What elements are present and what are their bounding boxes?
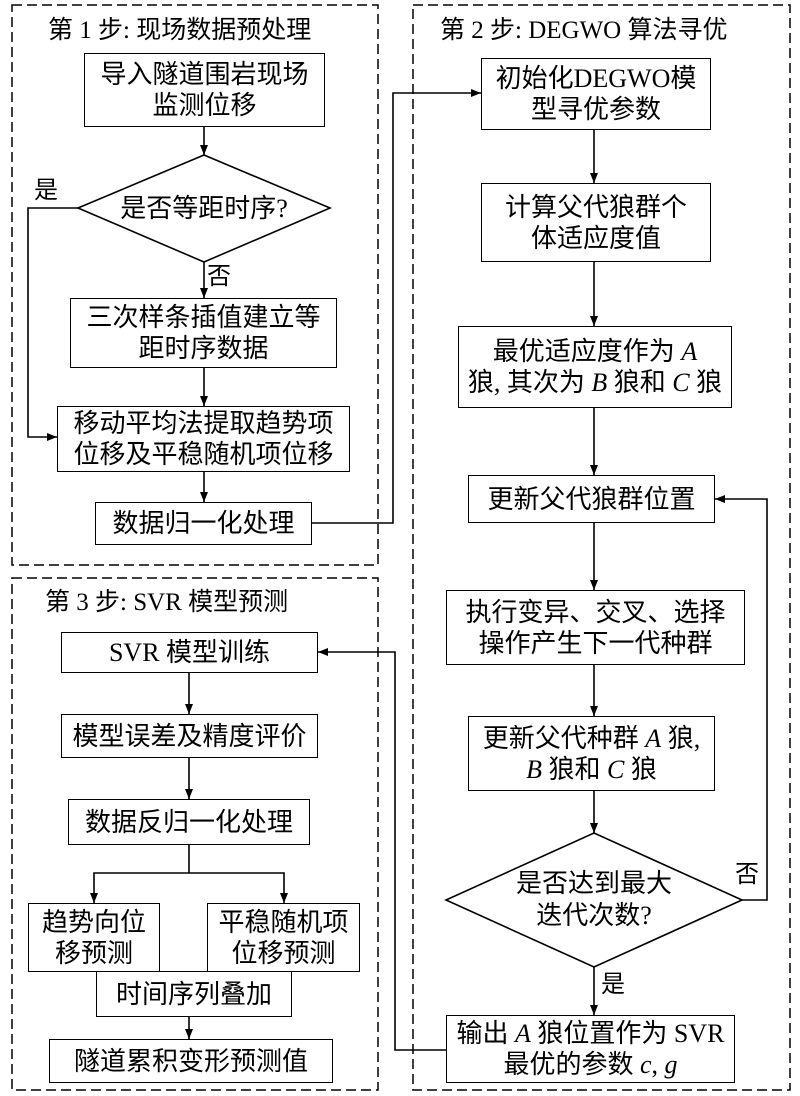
update-position-box: 更新父代狼群位置 xyxy=(468,475,715,523)
spline-box-line1: 三次样条插值建立等 xyxy=(86,303,321,332)
output-line2-text1: 最优的参数 xyxy=(503,1050,640,1079)
import-box-line2: 监测位移 xyxy=(152,91,257,120)
equidistant-decision-text: 是否等距时序? xyxy=(78,155,330,262)
trend-box-line2: 移预测 xyxy=(54,938,133,968)
step2-title: 第 2 步: DEGWO 算法寻优 xyxy=(440,17,728,44)
evaluate-box: 模型误差及精度评价 xyxy=(61,714,318,758)
output-line2-g: g xyxy=(664,1050,678,1079)
arrow-normalize-to-init xyxy=(312,89,481,524)
moving-average-line2: 位移及平稳随机项位移 xyxy=(73,440,334,469)
step1-panel xyxy=(11,4,379,566)
denormalize-box: 数据反归一化处理 xyxy=(68,799,310,845)
output-box-line2: 最优的参数 c, g xyxy=(503,1049,677,1080)
svr-train-box: SVR 模型训练 xyxy=(61,632,318,673)
fitness-box-line1: 计算父代狼群个 xyxy=(504,192,687,222)
moving-average-box: 移动平均法提取趋势项 位移及平稳随机项位移 xyxy=(57,406,350,472)
output-line1-text2: 狼位置作为 SVR xyxy=(530,1019,725,1048)
update-wolves-line1-text1: 更新父代种群 xyxy=(482,723,646,753)
step1-no-label: 否 xyxy=(207,264,231,290)
output-line2-c: c xyxy=(639,1050,652,1079)
output-parameters-box: 输出 A 狼位置作为 SVR 最优的参数 c, g xyxy=(446,1015,735,1083)
step2-panel xyxy=(412,4,791,1091)
rank-line2-c: C xyxy=(672,368,690,397)
init-box-line2: 型寻优参数 xyxy=(530,95,661,124)
arrow-output-to-train xyxy=(318,648,446,1051)
arrow-split-to-random xyxy=(189,872,288,903)
trend-box-line1: 趋势向位 xyxy=(41,907,146,937)
evolve-box-line1: 执行变异、交叉、选择 xyxy=(465,597,726,627)
rank-line2-b: B xyxy=(591,368,608,397)
update-wolves-a: A xyxy=(645,723,662,753)
moving-average-line1: 移动平均法提取趋势项 xyxy=(73,409,334,438)
rank-line2-text2: 狼和 xyxy=(607,368,673,397)
init-box-line1: 初始化DEGWO模 xyxy=(495,64,697,93)
update-wolves-b: B xyxy=(526,754,542,784)
spline-interpolation-box: 三次样条插值建立等 距时序数据 xyxy=(70,298,337,368)
update-wolves-line1: 更新父代种群 A 狼, xyxy=(483,723,700,754)
normalize-box: 数据归一化处理 xyxy=(95,502,312,545)
final-deformation-box: 隧道累积变形预测值 xyxy=(49,1039,333,1083)
step2-no-label: 否 xyxy=(735,862,759,888)
time-series-superpose-box: 时间序列叠加 xyxy=(96,971,292,1017)
random-box-line2: 位移预测 xyxy=(231,938,336,968)
import-displacement-box: 导入隧道围岩现场 监测位移 xyxy=(84,53,325,127)
random-prediction-box: 平稳随机项 位移预测 xyxy=(207,903,360,972)
rank-line1-text: 最优适应度作为 xyxy=(492,337,682,366)
output-box-line1: 输出 A 狼位置作为 SVR xyxy=(457,1018,725,1049)
max-iteration-line2: 迭代次数? xyxy=(536,901,652,930)
rank-line1-a: A xyxy=(681,337,698,366)
step3-panel xyxy=(11,577,379,1091)
output-line1-a: A xyxy=(515,1019,531,1048)
update-wolves-line2: B 狼和 C 狼 xyxy=(526,754,657,785)
update-wolves-c: C xyxy=(607,754,625,784)
max-iteration-decision-text: 是否达到最大 迭代次数? xyxy=(446,833,742,967)
step1-yes-label: 是 xyxy=(34,178,58,204)
import-box-line1: 导入隧道围岩现场 xyxy=(100,60,309,89)
step3-title: 第 3 步: SVR 模型预测 xyxy=(45,589,289,616)
superpose-text: 时间序列叠加 xyxy=(115,979,272,1009)
final-deformation-text: 隧道累积变形预测值 xyxy=(73,1046,308,1076)
rank-box-line1: 最优适应度作为 A xyxy=(493,336,697,367)
update-wolves-line2-text2: 狼 xyxy=(624,754,657,784)
fitness-box: 计算父代狼群个 体适应度值 xyxy=(481,183,711,262)
update-wolves-line1-text2: 狼, xyxy=(661,723,701,753)
arrow-decision-no-loop xyxy=(715,495,768,901)
trend-prediction-box: 趋势向位 移预测 xyxy=(28,903,160,972)
rank-line2-text1: 狼, 其次为 xyxy=(467,368,592,397)
random-box-line1: 平稳随机项 xyxy=(218,907,349,937)
evaluate-text: 模型误差及精度评价 xyxy=(72,721,307,751)
rank-box-line2: 狼, 其次为 B 狼和 C 狼 xyxy=(468,367,722,398)
output-line1-text1: 输出 xyxy=(456,1019,516,1048)
svr-train-text: SVR 模型训练 xyxy=(108,638,271,667)
rank-wolves-box: 最优适应度作为 A 狼, 其次为 B 狼和 C 狼 xyxy=(458,326,732,408)
evolve-box-line2: 操作产生下一代种群 xyxy=(478,628,713,658)
rank-line2-text3: 狼 xyxy=(689,368,723,397)
fitness-box-line2: 体适应度值 xyxy=(530,223,661,253)
step1-title: 第 1 步: 现场数据预处理 xyxy=(48,17,312,44)
denormalize-text: 数据反归一化处理 xyxy=(84,807,293,837)
spline-box-line2: 距时序数据 xyxy=(138,334,269,363)
step2-yes-label: 是 xyxy=(601,972,625,998)
init-degwo-box: 初始化DEGWO模 型寻优参数 xyxy=(481,58,711,130)
update-wolves-line2-text1: 狼和 xyxy=(542,754,608,784)
equidistant-decision-label: 是否等距时序? xyxy=(120,193,288,223)
arrow-split-to-trend xyxy=(90,872,189,903)
update-wolves-box: 更新父代种群 A 狼, B 狼和 C 狼 xyxy=(468,716,715,791)
normalize-box-text: 数据归一化处理 xyxy=(112,509,295,538)
evolve-box: 执行变异、交叉、选择 操作产生下一代种群 xyxy=(446,590,745,665)
output-line2-comma: , xyxy=(651,1050,665,1079)
arrow-decision-yes-to-moving-average xyxy=(27,207,78,441)
max-iteration-line1: 是否达到最大 xyxy=(515,869,672,898)
update-position-text: 更新父代狼群位置 xyxy=(487,484,696,514)
